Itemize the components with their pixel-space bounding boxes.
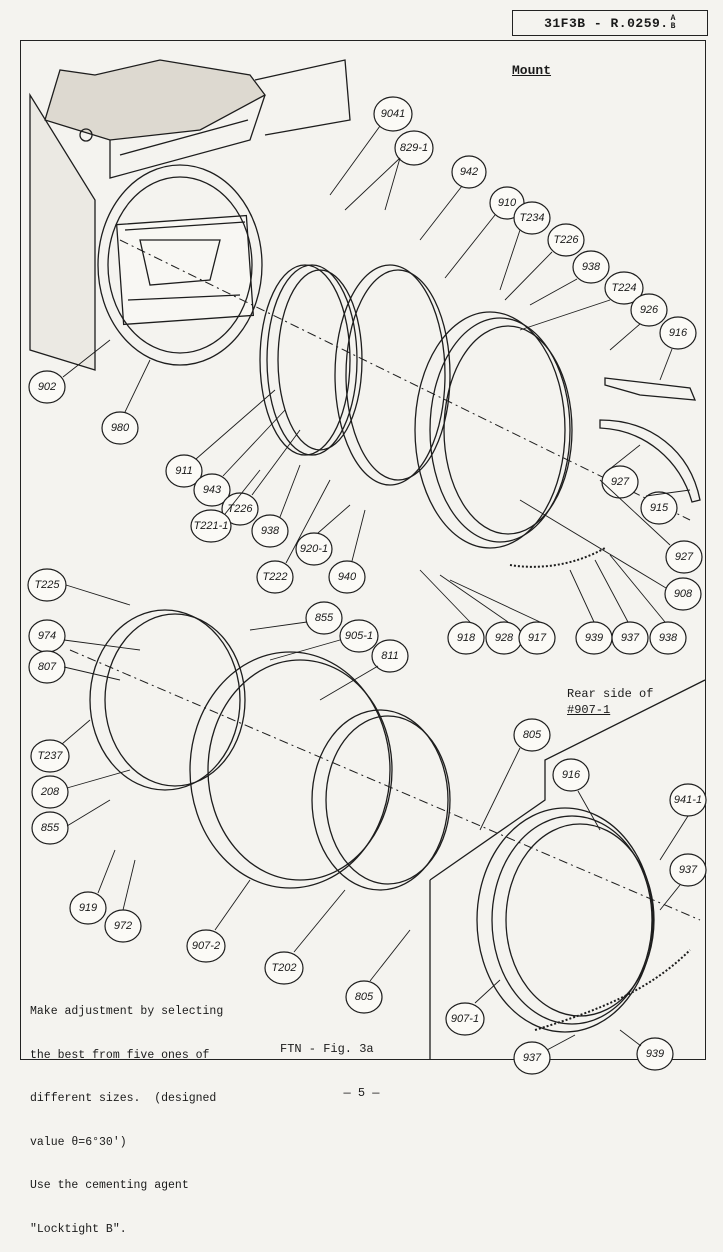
aperture-lever-915 xyxy=(599,419,701,503)
exploded-view-drawing: 9041 829-1 942 910 T234 T226 938 T224 92… xyxy=(27,59,707,1075)
callout-943: 943 xyxy=(203,484,222,496)
callout-t224: T224 xyxy=(611,282,636,294)
note-line-5: Use the cementing agent xyxy=(30,1179,189,1192)
callout-918: 918 xyxy=(457,632,476,644)
callout-937-bottom: 937 xyxy=(523,1052,542,1064)
callout-t225: T225 xyxy=(34,579,60,591)
document-number-box: 31F3B - R.0259. A B xyxy=(512,10,708,36)
document-number-suffix: A B xyxy=(671,15,676,31)
callout-974: 974 xyxy=(38,630,56,642)
callout-937-upper: 937 xyxy=(621,632,640,644)
ring-907-2 xyxy=(189,651,393,889)
callout-938-bottom: 938 xyxy=(659,632,678,644)
camera-body xyxy=(29,59,351,371)
callout-940: 940 xyxy=(338,571,357,583)
callout-t202: T202 xyxy=(271,962,296,974)
note-line-6: "Locktight B". xyxy=(30,1222,127,1236)
body-mount-ring xyxy=(97,164,263,366)
callout-910: 910 xyxy=(498,197,517,209)
callout-916-bottom: 916 xyxy=(562,769,581,781)
ring-t202 xyxy=(311,709,451,891)
note-line-3: different sizes. (designed xyxy=(30,1092,217,1105)
callout-t234: T234 xyxy=(519,212,544,224)
callout-938-mid: 938 xyxy=(261,525,280,537)
callout-907-2: 907-2 xyxy=(192,940,220,952)
suffix-top: A xyxy=(670,14,676,23)
callout-829-1: 829-1 xyxy=(400,142,428,154)
callout-939-lower: 939 xyxy=(646,1048,664,1060)
callout-805-bottom: 805 xyxy=(355,991,374,1003)
suffix-bottom: B xyxy=(670,22,676,31)
chain-939-lower xyxy=(534,949,691,1031)
chain-939-upper xyxy=(509,547,606,568)
rear-caption-line1: Rear side of xyxy=(567,687,654,701)
callout-t226-mid: T226 xyxy=(227,503,253,515)
callout-928: 928 xyxy=(495,632,514,644)
callout-t226-top: T226 xyxy=(553,234,579,246)
callout-920-1: 920-1 xyxy=(300,543,328,555)
diagram-title: Mount xyxy=(512,63,552,78)
ring-910 xyxy=(334,264,451,486)
callout-980: 980 xyxy=(111,422,130,434)
callout-919: 919 xyxy=(79,902,97,914)
optical-axis-lower xyxy=(69,649,701,921)
callout-905-1: 905-1 xyxy=(345,630,373,642)
figure-label: FTN - Fig. 3a xyxy=(280,1042,374,1056)
callout-t237: T237 xyxy=(37,750,63,762)
note-line-1: Make adjustment by selecting xyxy=(30,1005,224,1018)
callout-908: 908 xyxy=(674,588,693,600)
callout-917: 917 xyxy=(528,632,547,644)
callout-907-1: 907-1 xyxy=(451,1013,479,1025)
callout-807: 807 xyxy=(38,661,57,673)
ring-907-1 xyxy=(476,807,655,1033)
callout-938-top: 938 xyxy=(582,261,601,273)
ring-974 xyxy=(89,609,246,791)
callout-941-1: 941-1 xyxy=(674,794,702,806)
callout-927-top: 927 xyxy=(611,476,630,488)
page-number: — 5 — xyxy=(343,1086,380,1100)
rear-view-divider xyxy=(429,679,706,881)
callout-972: 972 xyxy=(114,920,132,932)
callout-915: 915 xyxy=(650,502,669,514)
callout-926: 926 xyxy=(640,304,659,316)
callout-937-right: 937 xyxy=(679,864,698,876)
callout-805-top: 805 xyxy=(523,729,542,741)
callout-927-bottom: 927 xyxy=(675,551,694,563)
callout-855-top: 855 xyxy=(315,612,334,624)
rear-caption-line2: #907-1 xyxy=(567,703,611,717)
callout-208: 208 xyxy=(40,786,60,798)
document-number: 31F3B - R.0259. xyxy=(544,15,669,31)
note-line-2: the best from five ones of xyxy=(30,1048,210,1062)
callout-811: 811 xyxy=(381,650,399,662)
diagram-frame xyxy=(20,40,706,1060)
callout-939-upper: 939 xyxy=(585,632,603,644)
callout-916-top: 916 xyxy=(669,327,688,339)
callout-942: 942 xyxy=(460,166,478,178)
callout-902: 902 xyxy=(38,381,56,393)
callout-855-bottom: 855 xyxy=(41,822,60,834)
optical-axis-upper xyxy=(119,239,691,521)
callout-911: 911 xyxy=(175,465,193,477)
body-mount-ring-inner xyxy=(107,176,253,354)
ring-911 xyxy=(259,264,363,456)
callout-t222: T222 xyxy=(262,571,287,583)
callout-t221-1: T221-1 xyxy=(194,520,229,532)
lever-916-upper xyxy=(604,377,697,401)
note-line-4: value θ=6°30') xyxy=(30,1135,127,1149)
adjustment-note: Make adjustment by selecting the best fr… xyxy=(30,976,223,1252)
callout-9041: 9041 xyxy=(381,108,405,120)
ring-908 xyxy=(414,311,573,549)
